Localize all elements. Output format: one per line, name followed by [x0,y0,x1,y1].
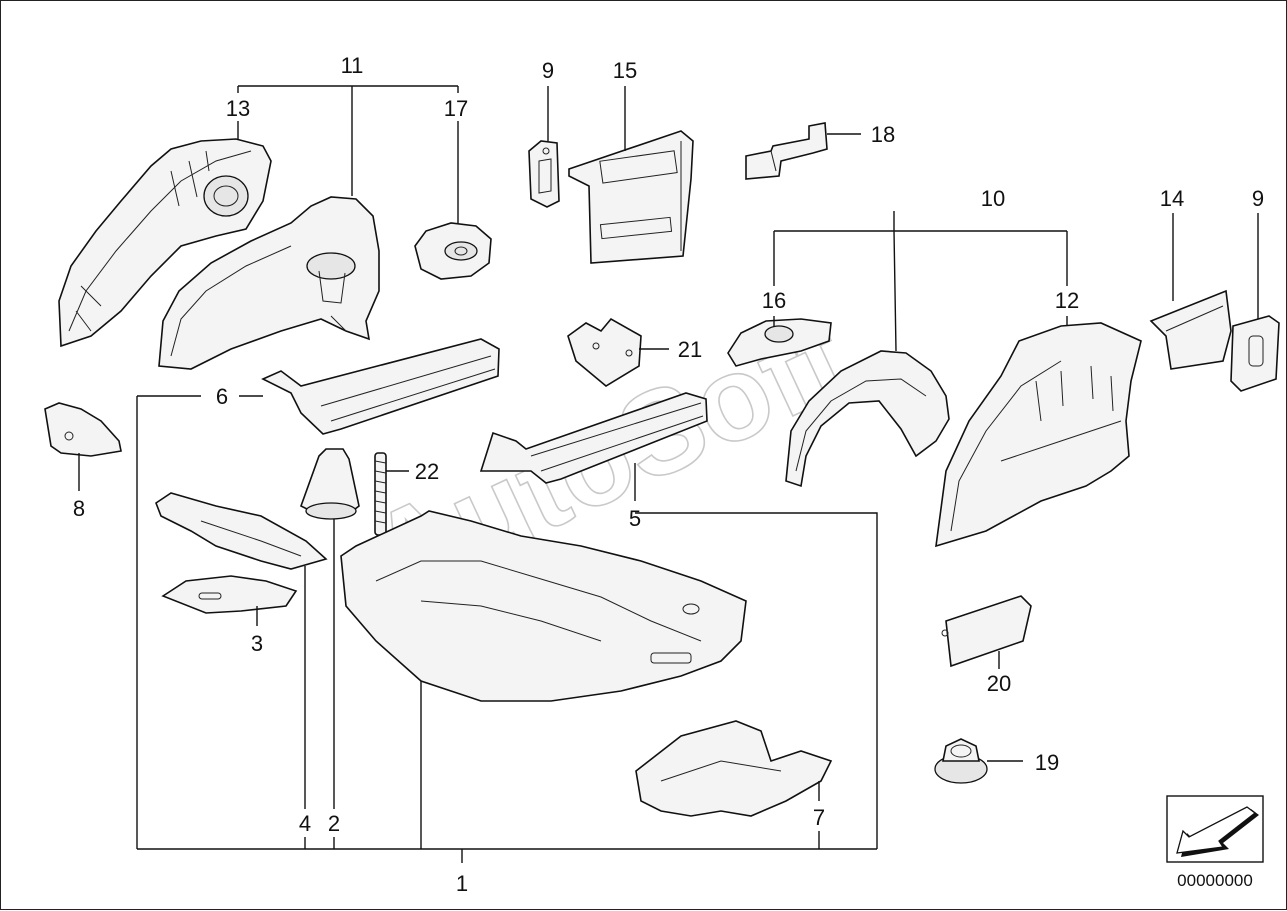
catalog-number: 00000000 [1177,871,1253,890]
callout-14: 14 [1160,186,1184,211]
part-10-wheel-house-inner-right [785,350,950,488]
callout-18: 18 [871,122,895,147]
callout-22: 22 [415,459,439,484]
part-20-plate [941,595,1032,668]
part-9-bracket-right [1230,315,1280,392]
part-15-rear-panel [568,130,694,264]
callout-16: 16 [762,288,786,313]
part-5-side-rail-right [479,392,708,484]
part-2-grommet [300,448,360,520]
part-22-stud [374,452,387,536]
callout-11: 11 [341,53,364,78]
callout-20: 20 [987,671,1011,696]
callout-13: 13 [226,96,250,121]
callout-8: 8 [73,496,85,521]
callout-19: 19 [1035,750,1059,775]
callout-10: 10 [981,186,1005,211]
callout-21: 21 [678,337,702,362]
callout-5: 5 [629,506,641,531]
callouts: 11 13 17 9 15 18 10 14 9 16 12 21 6 22 8… [73,53,1264,896]
part-8-bracket [44,402,122,457]
callout-3: 3 [251,631,263,656]
callout-9-left: 9 [542,58,554,83]
part-1-trunk-floor [340,510,747,702]
callout-1: 1 [456,871,468,896]
part-7-cross-member [635,720,833,817]
callout-12: 12 [1055,288,1079,313]
callout-4: 4 [299,811,311,836]
part-3-plate [161,575,298,614]
part-6-side-rail-left [261,338,500,435]
direction-arrow-icon [1166,795,1264,863]
part-19-plug [934,738,988,784]
leader-lines [78,85,1259,863]
part-21-bracket [567,317,642,387]
callout-15: 15 [613,58,637,83]
part-17-spring-cup [414,222,492,280]
callout-6: 6 [216,384,228,409]
part-14-bracket [1149,289,1232,370]
part-4-floor-bracket [155,492,328,570]
callout-2: 2 [328,811,340,836]
callout-17: 17 [444,96,468,121]
part-12-wheel-arch-outer-right [935,322,1142,548]
callout-9-right: 9 [1252,186,1264,211]
part-18-strap-bracket [745,122,828,180]
callout-7: 7 [813,805,825,830]
part-9-bracket-left [528,140,560,208]
part-11-wheel-house-inner [158,196,380,370]
part-13-wheel-arch-outer [58,138,272,348]
part-16-spring-cup [727,318,832,367]
